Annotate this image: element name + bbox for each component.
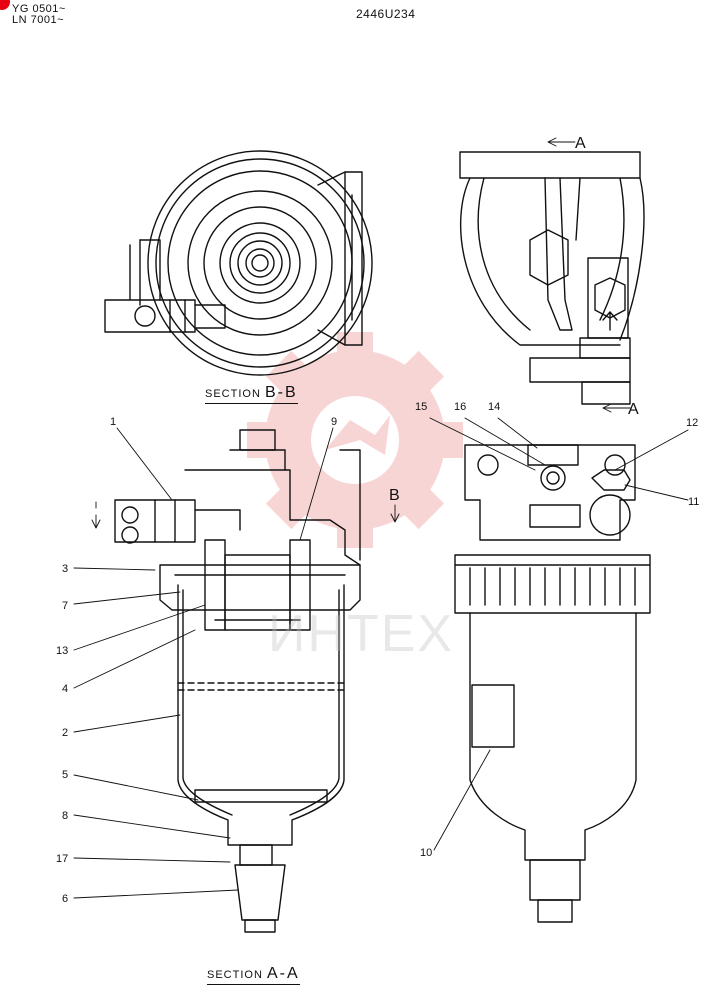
serial-line-2: LN 7001~ [12,14,65,26]
callout-14: 14 [488,401,500,413]
callout-10: 10 [420,847,432,859]
section-a-a-title: SECTION A-A [207,965,300,985]
callout-9: 9 [331,416,337,428]
watermark-text: ИНТЕХ [268,605,455,663]
callout-13: 13 [56,645,68,657]
section-b-marker: B [389,487,400,504]
section-letters: A-A [266,965,300,982]
callout-17: 17 [56,853,68,865]
section-b-b-title: SECTION B-B [205,384,298,404]
callout-8: 8 [62,810,68,822]
corner-badge [0,0,10,10]
section-a-a-view [114,429,361,933]
callout-11: 11 [688,496,699,508]
callout-1: 1 [110,416,116,428]
callout-2: 2 [62,727,68,739]
callout-4: 4 [62,683,68,695]
callout-6: 6 [62,893,68,905]
document-number: 2446U234 [356,7,416,21]
top-right-view [459,151,645,405]
serial-line-1: YG 0501~ [12,3,66,15]
watermark-gear-logo [247,332,463,548]
callout-5: 5 [62,769,68,781]
callout-15: 15 [415,401,427,413]
section-letters: B-B [264,384,298,401]
callout-7: 7 [62,600,68,612]
section-word: SECTION [205,388,261,400]
section-a-marker-bottom: A [628,401,639,418]
external-view [454,444,651,923]
section-word: SECTION [207,969,263,981]
section-a-marker-top: A [575,135,586,152]
callout-leaders [73,137,689,899]
callout-16: 16 [454,401,466,413]
callout-12: 12 [686,417,698,429]
callout-3: 3 [62,563,68,575]
section-b-b-view [104,150,373,376]
